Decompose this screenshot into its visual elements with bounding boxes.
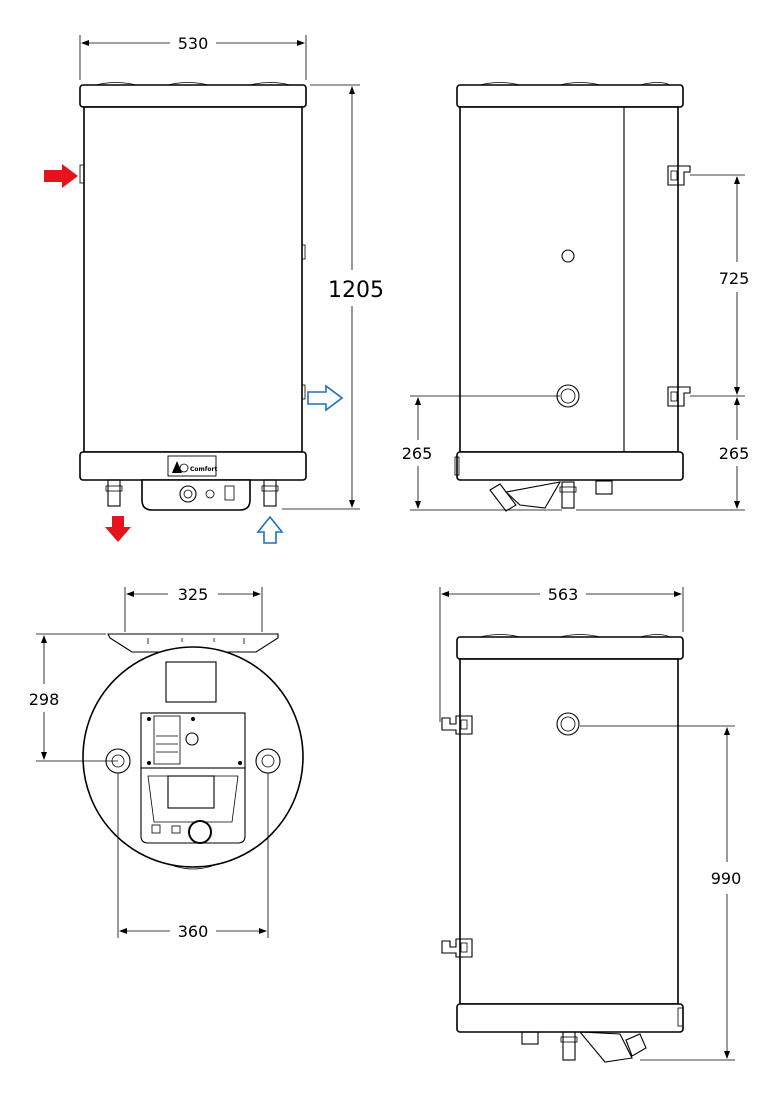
cold-water-outlet-arrow — [307, 384, 344, 412]
logo-text: Comfort — [190, 466, 217, 473]
top-lower-tray — [140, 767, 246, 844]
dim-top-bracket: 325 — [124, 585, 263, 632]
side-port-upper — [561, 249, 575, 263]
back-bracket-lower — [441, 938, 473, 958]
dim-back-height: 990 — [580, 725, 742, 1061]
dim-back-width: 563 — [439, 585, 684, 722]
dim-back-height-label: 990 — [711, 869, 742, 888]
top-view: 325 298 360 — [29, 585, 304, 941]
cold-water-inlet-arrow — [256, 515, 284, 544]
dim-side-right: 265 — [576, 397, 750, 511]
dim-top-depth-label: 298 — [29, 690, 60, 709]
dim-front-height: 1205 — [282, 84, 384, 510]
back-view: 563 990 — [439, 585, 742, 1063]
dim-top-depth: 298 — [29, 633, 118, 762]
dim-side-right-label: 265 — [719, 444, 750, 463]
front-right-pipe — [263, 479, 277, 507]
front-left-pipe — [107, 479, 121, 507]
dim-back-width-label: 563 — [548, 585, 579, 604]
side-top-cap — [456, 84, 684, 108]
dim-front-width-label: 530 — [178, 34, 209, 53]
front-top-cap — [79, 84, 307, 108]
side-bottom-cap — [456, 451, 684, 481]
dim-top-pipes-label: 360 — [178, 922, 209, 941]
dim-bracket-spacing-label: 725 — [719, 269, 750, 288]
dim-front-width: 530 — [79, 34, 307, 80]
side-bracket-upper — [667, 165, 691, 186]
top-tank-circle — [82, 646, 304, 868]
hot-water-outlet-arrow — [105, 516, 131, 542]
hot-water-inlet-arrow — [44, 164, 78, 188]
back-bottom-cap — [456, 1003, 684, 1033]
front-view: Comfort 530 1205 — [44, 34, 384, 544]
dim-top-pipes: 360 — [117, 773, 269, 941]
dim-bracket-spacing: 725 — [690, 174, 750, 397]
dim-front-height-label: 1205 — [328, 278, 384, 303]
back-port — [556, 712, 580, 736]
side-bracket-lower — [667, 386, 691, 407]
dim-side-left: 265 — [402, 395, 562, 511]
dim-top-bracket-label: 325 — [178, 585, 209, 604]
brand-logo: Comfort — [167, 455, 217, 477]
side-body — [459, 106, 679, 453]
side-view: 725 265 265 — [402, 82, 750, 512]
dim-side-left-label: 265 — [402, 444, 433, 463]
back-top-cap — [456, 636, 684, 660]
top-wall-bracket — [107, 633, 279, 653]
back-bracket-upper — [441, 715, 473, 735]
back-body — [459, 658, 679, 1005]
front-body — [83, 106, 303, 453]
